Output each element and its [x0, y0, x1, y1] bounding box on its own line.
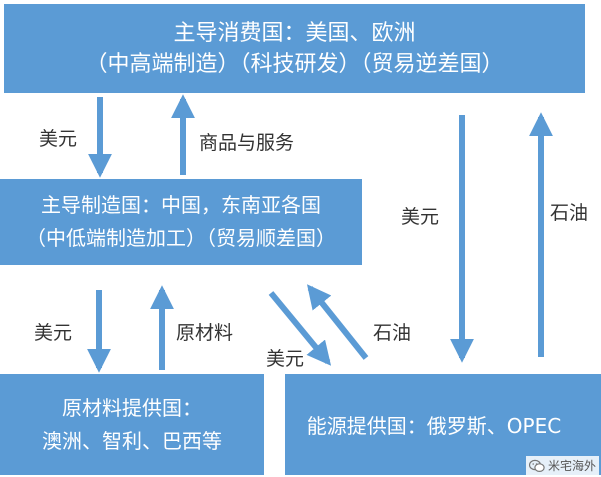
- consumer-title: 主导消费国：美国、欧洲: [173, 20, 416, 46]
- arrow-oil-diagonal: [307, 284, 369, 360]
- box-raw-material-countries: 原材料提供国： 澳洲、智利、巴西等: [0, 374, 264, 475]
- label-usd-right: 美元: [401, 206, 440, 228]
- energy-title: 能源提供国：俄罗斯、OPEC: [306, 414, 562, 438]
- box-energy-countries: 能源提供国：俄罗斯、OPEC: [285, 374, 601, 475]
- consumer-subtitle: （中高端制造）（科技研发）（贸易逆差国）: [85, 51, 504, 77]
- label-goods-services: 商品与服务: [199, 132, 295, 154]
- label-raw-materials: 原材料: [176, 322, 234, 344]
- watermark-text: 米宅海外: [547, 459, 596, 473]
- watermark: 米宅海外: [525, 456, 599, 475]
- label-usd-diagonal: 美元: [266, 348, 305, 370]
- arrow-usd-diagonal: [268, 291, 332, 366]
- box-manufacturing-countries: 主导制造国：中国，东南亚各国 （中低端制造加工）（贸易顺差国）: [0, 179, 362, 265]
- manufacturing-title: 主导制造国：中国，东南亚各国: [41, 193, 321, 217]
- label-oil-diagonal: 石油: [373, 322, 412, 344]
- label-oil-right: 石油: [550, 202, 589, 224]
- label-usd-bottom-left: 美元: [34, 322, 73, 344]
- box-consumer-countries: 主导消费国：美国、欧洲 （中高端制造）（科技研发）（贸易逆差国）: [4, 4, 585, 93]
- manufacturing-subtitle: （中低端制造加工）（贸易顺差国）: [26, 226, 336, 250]
- raw-material-countries: 澳洲、智利、巴西等: [42, 428, 222, 453]
- raw-material-title: 原材料提供国：: [62, 395, 202, 420]
- wechat-icon: [528, 459, 545, 472]
- label-usd-top-left: 美元: [39, 128, 78, 150]
